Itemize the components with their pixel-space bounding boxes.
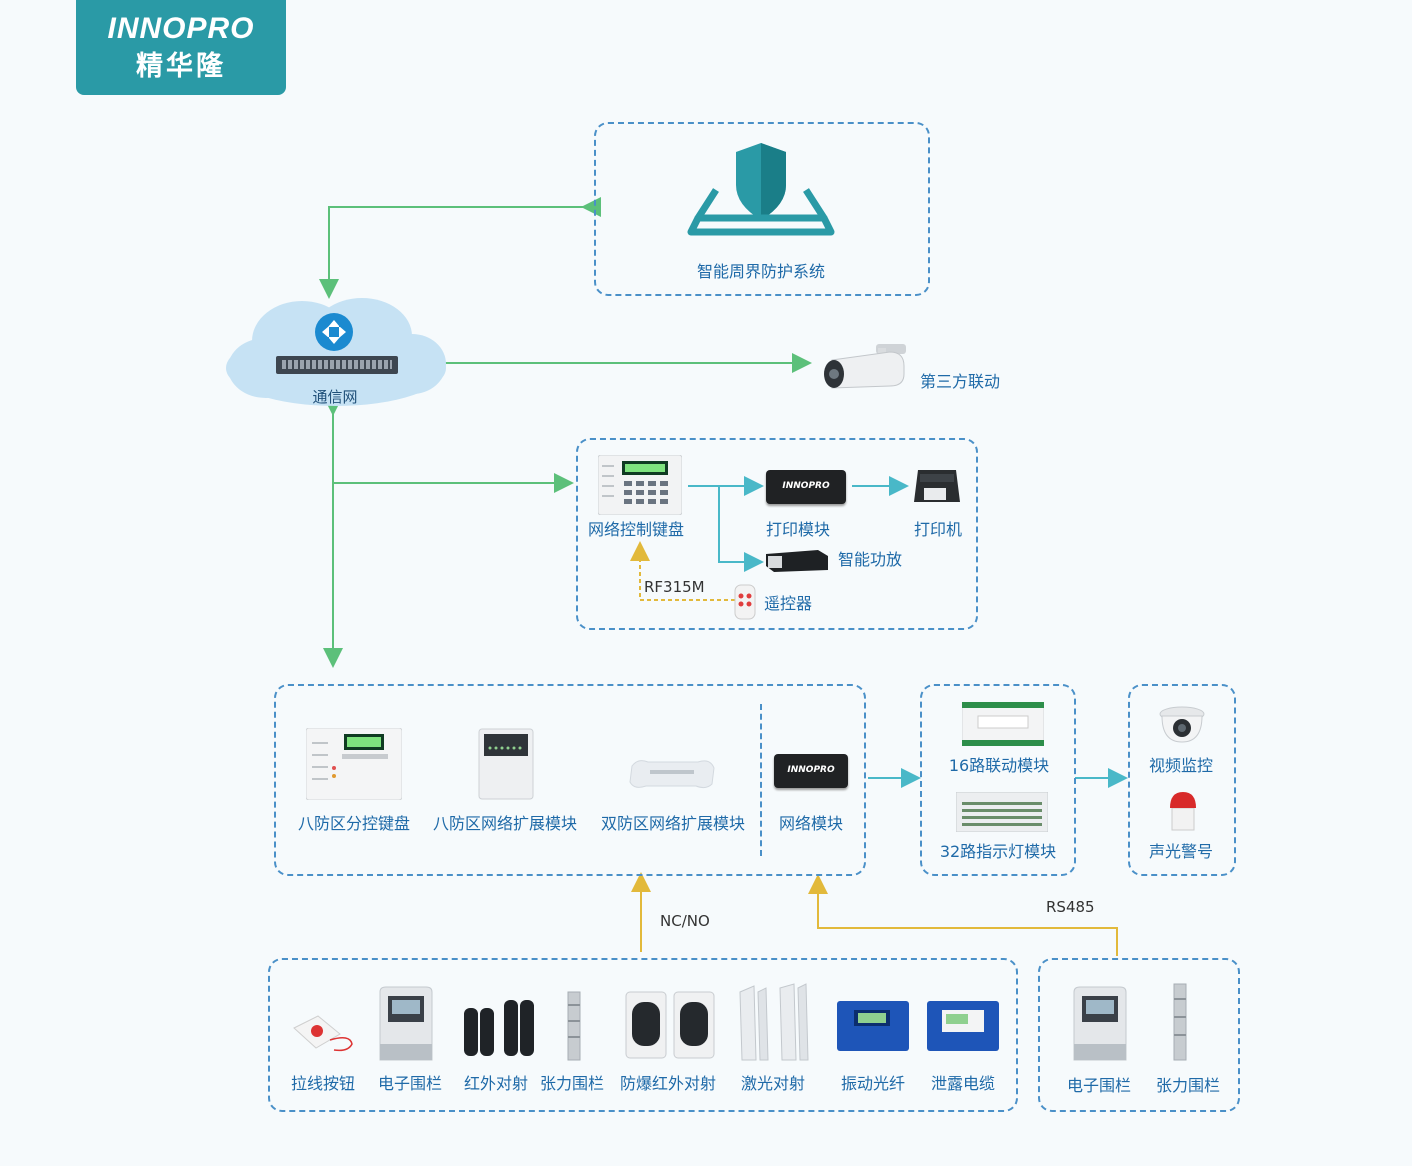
- tension-fence2-icon: [1173, 983, 1187, 1061]
- link-keypad-amp: [718, 486, 764, 572]
- printer-icon: [914, 470, 960, 502]
- network-module-icon: INNOPRO: [774, 754, 848, 788]
- rf-label: RF315M: [644, 578, 705, 596]
- fiber-label: 振动光纤: [840, 1074, 905, 1093]
- fiber-icon: [837, 1001, 909, 1051]
- third-party-label: 第三方联动: [920, 372, 1001, 391]
- printer-label: 打印机: [913, 520, 962, 539]
- e-fence2-label: 电子围栏: [1066, 1076, 1131, 1095]
- network-module-label: 网络模块: [778, 814, 843, 833]
- network-switch: [276, 356, 398, 374]
- ncno-label: NC/NO: [660, 912, 710, 930]
- ex-ir-beam-label: 防爆红外对射: [619, 1074, 716, 1093]
- switch-icon: [315, 313, 353, 351]
- link-perimeter-network: [319, 197, 601, 299]
- keypad-icon: [598, 455, 682, 515]
- alarm-label: 声光警号: [1148, 842, 1213, 861]
- linkage-box: [920, 684, 1076, 876]
- print-module-icon: INNOPRO: [766, 470, 846, 504]
- remote-label: 遥控器: [764, 594, 813, 613]
- amplifier-icon: [766, 550, 828, 572]
- e-fence2-icon: [1073, 986, 1127, 1061]
- indicator-32-label: 32路指示灯模块: [939, 842, 1057, 861]
- laser-beam-icon: [739, 983, 809, 1061]
- keypad-system-box: [576, 438, 978, 630]
- rs485-fence-box: [1038, 958, 1240, 1112]
- keypad-network-label: 网络控制键盘: [587, 520, 684, 539]
- tension-fence-icon: [567, 991, 581, 1061]
- pull-button-label: 拉线按钮: [290, 1074, 355, 1093]
- shield-icon: [687, 143, 835, 236]
- amplifier-label: 智能功放: [838, 550, 903, 569]
- perimeter-system-label: 智能周界防护系统: [696, 262, 825, 281]
- main-control-box: [274, 684, 866, 876]
- rs485-label: RS485: [1046, 898, 1095, 916]
- dome-camera-icon: [1159, 706, 1205, 743]
- ir-beam-icon: [464, 1000, 534, 1056]
- e-fence-label: 电子围栏: [377, 1074, 442, 1093]
- keypad-8zone-label: 八防区分控键盘: [297, 814, 410, 833]
- keypad-8zone-icon: [306, 728, 402, 800]
- perimeter-system-box: [594, 122, 930, 296]
- link-fence-network: [808, 874, 1118, 956]
- output-box: [1128, 684, 1236, 876]
- expander-2zone-label: 双防区网络扩展模块: [600, 814, 745, 833]
- brand-name-cn: 精华隆: [136, 51, 226, 82]
- leak-cable-label: 泄露电缆: [930, 1074, 995, 1093]
- expander-2zone-icon: [629, 760, 715, 789]
- sensors-box: [268, 958, 1018, 1112]
- link-remote-keypad: [630, 541, 735, 601]
- print-module-brand: INNOPRO: [782, 481, 830, 491]
- leak-cable-icon: [927, 1001, 999, 1051]
- expander-8zone-icon: [478, 728, 534, 800]
- laser-beam-label: 激光对射: [740, 1074, 805, 1093]
- tension-fence-label: 张力围栏: [539, 1074, 604, 1093]
- video-label: 视频监控: [1148, 756, 1213, 775]
- remote-icon: [734, 584, 756, 620]
- e-fence-icon: [379, 986, 433, 1061]
- linkage-16-icon: [962, 702, 1044, 746]
- tension-fence2-label: 张力围栏: [1155, 1076, 1220, 1095]
- brand-name-en: INNOPRO: [107, 12, 255, 45]
- ir-beam-label: 红外对射: [463, 1074, 528, 1093]
- pull-button-icon: [293, 1015, 353, 1052]
- brand-logo: INNOPRO 精华隆: [76, 0, 286, 95]
- indicator-32-icon: [956, 792, 1048, 832]
- network-label: 通信网: [312, 388, 358, 406]
- ex-ir-beam-icon: [625, 991, 715, 1059]
- siren-icon: [1170, 792, 1196, 831]
- main-box-divider: [760, 704, 762, 856]
- camera-icon: [824, 344, 906, 389]
- linkage-16-label: 16路联动模块: [948, 756, 1050, 775]
- print-module-label: 打印模块: [765, 520, 830, 539]
- expander-8zone-label: 八防区网络扩展模块: [432, 814, 577, 833]
- network-module-brand: INNOPRO: [787, 765, 835, 775]
